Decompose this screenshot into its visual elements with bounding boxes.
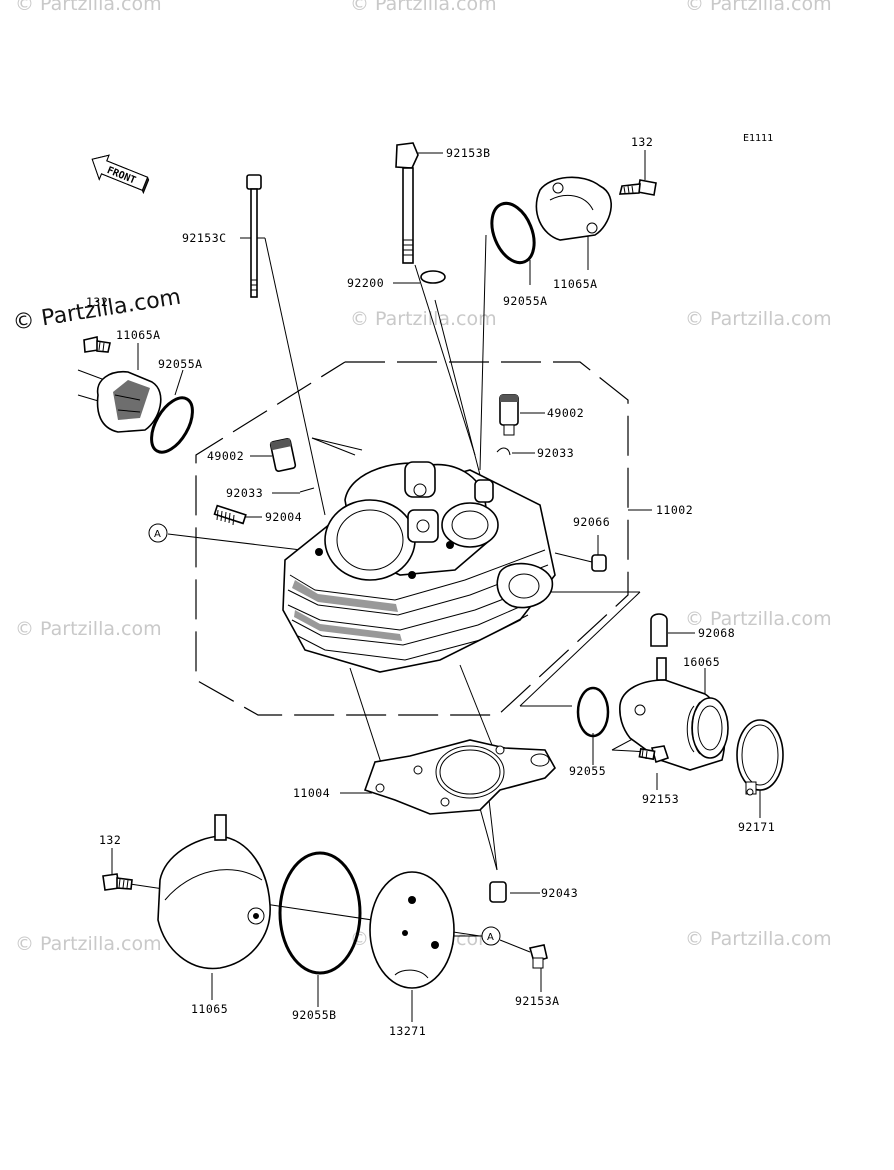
callout-a-upper: A: [148, 523, 168, 543]
watermark-low-left: © Partzilla.com: [15, 618, 162, 640]
label-49002-left: 49002: [207, 449, 244, 463]
label-11065a-left: 11065A: [116, 328, 161, 342]
bolt-132-top: [618, 179, 657, 196]
label-132-bottom: 132: [99, 833, 121, 847]
label-49002-right: 49002: [547, 406, 584, 420]
watermark-bottom-left: © Partzilla.com: [15, 933, 162, 955]
oring-92055a-left: [150, 396, 194, 454]
clamp-92171: [736, 719, 784, 796]
cylinder-head-11002: [282, 461, 556, 673]
label-11004: 11004: [293, 786, 330, 800]
cap-92068: [650, 613, 668, 647]
label-92153a: 92153A: [515, 994, 560, 1008]
watermark-top-center: © Partzilla.com: [350, 0, 497, 15]
oring-92055b: [278, 851, 362, 975]
bolt-132-bottom: [102, 873, 133, 891]
callout-a-upper-label: A: [154, 529, 161, 540]
intake-pipe-16065: [619, 657, 729, 771]
label-11065a-right: 11065A: [553, 277, 598, 291]
part-shapes: [83, 142, 784, 989]
label-92033-left: 92033: [226, 486, 263, 500]
label-16065: 16065: [683, 655, 720, 669]
long-bolt-92153c: [246, 174, 262, 298]
label-11002: 11002: [656, 503, 693, 517]
leader-lines: [77, 150, 761, 1022]
label-92066: 92066: [573, 515, 610, 529]
diagram-code: E1111: [743, 133, 773, 144]
stud-92004: [213, 504, 247, 526]
label-92004: 92004: [265, 510, 302, 524]
assembly-frame: [195, 361, 629, 716]
label-132-top: 132: [631, 135, 653, 149]
label-92043: 92043: [541, 886, 578, 900]
label-92055b: 92055B: [292, 1008, 337, 1022]
tappet-49002-right: [499, 394, 519, 436]
bolt-132-left: [83, 336, 111, 353]
cap-11065a-right: [535, 176, 612, 241]
label-92068: 92068: [698, 626, 735, 640]
dowel-92043: [489, 881, 507, 903]
watermark-top-left: © Partzilla.com: [15, 0, 162, 15]
label-92171: 92171: [738, 820, 775, 834]
label-92200: 92200: [347, 276, 384, 290]
part-labels: 92153B 132 92153C 11065A 92200 92055A 13…: [86, 135, 775, 1038]
washer-92200: [420, 270, 446, 284]
oring-92055: [576, 686, 610, 738]
watermark-mid-right: © Partzilla.com: [685, 308, 832, 330]
cap-11065a-left: [96, 370, 162, 433]
callout-a-lower-label: A: [487, 932, 494, 943]
clip-92033-left: [299, 487, 315, 493]
label-13271: 13271: [389, 1024, 426, 1038]
callout-a-lower: A: [481, 926, 501, 946]
label-92153b: 92153B: [446, 146, 491, 160]
label-92055a-left: 92055A: [158, 357, 203, 371]
bolt-92153: [638, 745, 670, 764]
label-92033-right: 92033: [537, 446, 574, 460]
label-92153: 92153: [642, 792, 679, 806]
gasket-11004: [363, 739, 556, 815]
label-11065: 11065: [191, 1002, 228, 1016]
bolt-92153b: [395, 142, 419, 264]
watermark-bottom-right: © Partzilla.com: [685, 928, 832, 950]
watermark-top-right: © Partzilla.com: [685, 0, 832, 15]
tappet-49002-left: [269, 438, 297, 472]
front-arrow: FRONT: [91, 154, 150, 195]
label-92055a-right: 92055A: [503, 294, 548, 308]
cover-11065: [157, 814, 271, 970]
label-132-left: 132: [86, 295, 108, 309]
watermark-mid-center: © Partzilla.com: [350, 308, 497, 330]
plate-13271: [369, 871, 455, 989]
clip-92033-right: [496, 447, 511, 456]
bolt-92153a: [528, 944, 548, 969]
label-92055: 92055: [569, 764, 606, 778]
oring-92055a-right: [490, 201, 536, 265]
dowel-92066: [591, 554, 607, 572]
watermark-low-right: © Partzilla.com: [685, 608, 832, 630]
label-92153c: 92153C: [182, 231, 227, 245]
